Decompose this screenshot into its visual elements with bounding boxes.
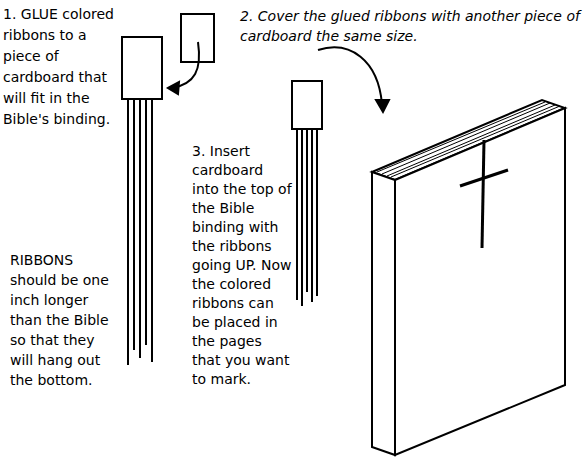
cardboard xyxy=(122,37,162,99)
arrow xyxy=(318,47,382,104)
arrow xyxy=(172,42,199,88)
arrowhead xyxy=(168,82,179,94)
step-note: 2. Cover the glued ribbons with another … xyxy=(240,6,580,46)
cross xyxy=(460,170,508,186)
step-note: 3. Insert cardboard into the top of the … xyxy=(192,142,294,389)
arrowhead xyxy=(376,100,389,112)
step-note: 1. GLUE colored ribbons to a piece of ca… xyxy=(3,4,115,130)
note: RIBBONS should be one inch longer than t… xyxy=(10,250,122,390)
cardboard xyxy=(292,81,322,129)
ribbons xyxy=(297,110,317,306)
cross xyxy=(482,140,484,248)
bible xyxy=(372,100,565,455)
cardboard xyxy=(181,14,214,62)
